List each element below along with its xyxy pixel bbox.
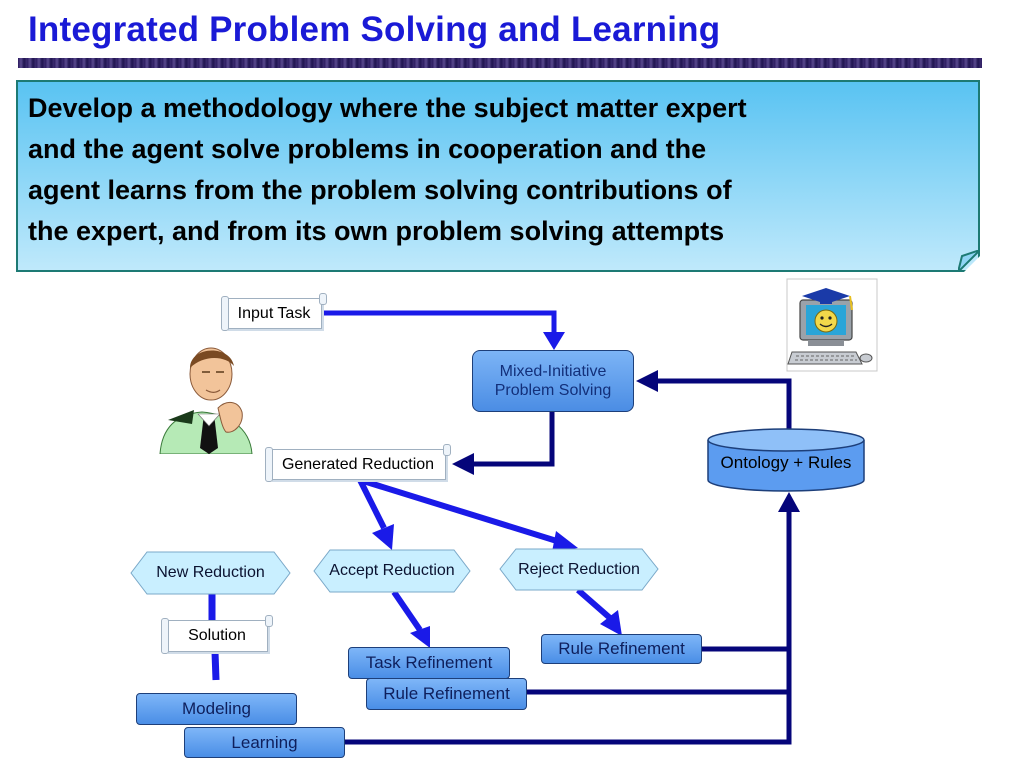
callout-fold-corner bbox=[958, 250, 980, 272]
accept-reduction-shape bbox=[313, 549, 471, 593]
arrow-mips-to-generated bbox=[452, 412, 555, 475]
arrow-accept-to-task-refinement bbox=[391, 590, 430, 648]
objective-line-4: the expert, and from its own problem sol… bbox=[28, 216, 725, 246]
solution-node: Solution bbox=[161, 615, 273, 654]
arrow-ontology-to-mips bbox=[636, 370, 792, 430]
learning-node: Learning bbox=[184, 727, 345, 758]
arrow-generated-to-reject bbox=[359, 477, 578, 552]
task-refinement-label: Task Refinement bbox=[365, 653, 493, 672]
slide-title: Integrated Problem Solving and Learning bbox=[28, 10, 721, 49]
input-task-node: Input Task bbox=[221, 293, 327, 331]
generated-reduction-label: Generated Reduction bbox=[281, 455, 435, 473]
rule-refinement-right-label: Rule Refinement bbox=[558, 639, 685, 658]
expert-person-icon bbox=[159, 347, 253, 454]
mixed-initiative-problem-solving-node: Mixed-Initiative Problem Solving bbox=[472, 350, 634, 412]
arrow-generated-to-accept bbox=[357, 478, 394, 550]
modeling-node: Modeling bbox=[136, 693, 297, 725]
modeling-label: Modeling bbox=[182, 699, 251, 718]
ontology-rules-label: Ontology + Rules bbox=[720, 453, 852, 472]
arrow-input-to-mips bbox=[324, 310, 565, 350]
new-reduction-node: New Reduction bbox=[131, 552, 290, 594]
task-refinement-node: Task Refinement bbox=[348, 647, 510, 679]
accept-reduction-node: Accept Reduction bbox=[314, 550, 470, 592]
objective-callout bbox=[16, 80, 980, 272]
objective-line-1: Develop a methodology where the subject … bbox=[28, 93, 747, 123]
rule-refinement-right-node: Rule Refinement bbox=[541, 634, 702, 664]
objective-text: Develop a methodology where the subject … bbox=[28, 88, 973, 252]
reject-reduction-shape bbox=[499, 548, 659, 591]
input-task-label: Input Task bbox=[237, 304, 311, 322]
reject-reduction-node: Reject Reduction bbox=[500, 549, 658, 590]
title-divider bbox=[18, 58, 982, 68]
objective-line-2: and the agent solve problems in cooperat… bbox=[28, 134, 707, 164]
accept-reduction-label: Accept Reduction bbox=[329, 562, 455, 579]
generated-reduction-node: Generated Reduction bbox=[265, 444, 451, 482]
solution-label: Solution bbox=[188, 627, 246, 644]
ontology-rules-label-box: Ontology + Rules bbox=[708, 446, 864, 480]
reject-reduction-label: Reject Reduction bbox=[518, 560, 640, 578]
rule-refinement-left-label: Rule Refinement bbox=[383, 684, 510, 703]
ontology-cylinder bbox=[707, 428, 865, 492]
arrow-reject-to-rule-refinement bbox=[576, 587, 622, 636]
new-reduction-shape bbox=[130, 551, 291, 595]
rule-refinement-left-node: Rule Refinement bbox=[366, 678, 527, 710]
line-solution-to-modeling bbox=[211, 651, 220, 681]
computer-agent-icon bbox=[786, 278, 878, 372]
new-reduction-label: New Reduction bbox=[156, 564, 265, 581]
learning-label: Learning bbox=[231, 732, 298, 752]
objective-line-3: agent learns from the problem solving co… bbox=[28, 175, 732, 205]
mips-label-line-1: Mixed-Initiative bbox=[499, 363, 607, 380]
mips-label-line-2: Problem Solving bbox=[494, 382, 612, 399]
feedback-learning-to-ontology bbox=[345, 492, 800, 745]
